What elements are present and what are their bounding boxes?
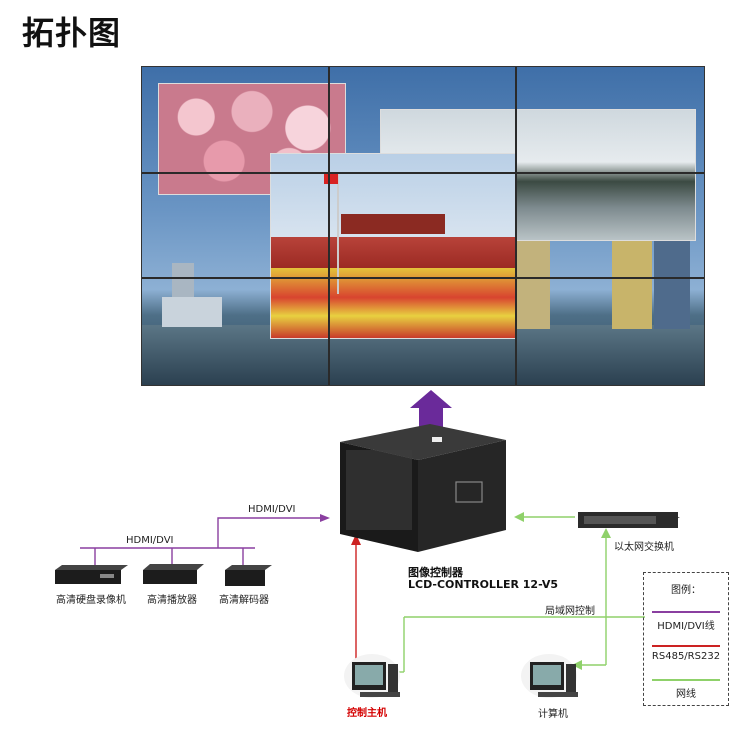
legend-swatch-hdmi	[652, 611, 720, 613]
legend-swatch-serial	[652, 645, 720, 647]
legend-box: 图例： HDMI/DVI线 RS485/RS232 网线	[643, 572, 729, 706]
legend-item-hdmi: HDMI/DVI线	[657, 621, 715, 632]
bezel-line	[515, 67, 517, 385]
player-device[interactable]	[143, 564, 204, 584]
network-arrowhead	[514, 512, 524, 522]
lan-label: 局域网控制	[545, 606, 595, 617]
network-arrowhead	[601, 528, 611, 538]
bezel-line	[328, 67, 330, 385]
network-arrowhead	[572, 660, 582, 670]
ethernet-switch-device[interactable]	[578, 512, 680, 528]
video-wall	[141, 66, 705, 386]
controller-model: LCD-CONTROLLER 12-V5	[408, 578, 559, 591]
hdmi-arrowhead	[320, 514, 330, 522]
skyline-building	[654, 237, 690, 329]
gate-roof	[341, 214, 445, 234]
control-host-label: 控制主机	[347, 708, 387, 719]
image-window-tiananmen[interactable]	[270, 153, 516, 339]
hdmi-to-controller-line	[217, 517, 322, 548]
page-title: 拓扑图	[22, 14, 122, 52]
bezel-line	[142, 172, 704, 174]
hdmi-output-label: HDMI/DVI	[248, 504, 296, 515]
computer-device[interactable]	[521, 654, 578, 698]
control-host-computer[interactable]	[344, 654, 400, 698]
rs232-arrowhead	[351, 534, 361, 545]
bezel-line	[142, 277, 704, 279]
legend-swatch-network	[652, 679, 720, 681]
output-arrow	[410, 390, 452, 430]
flag-pole	[337, 174, 339, 294]
legend-title: 图例：	[671, 585, 701, 596]
hdmi-bus-label: HDMI/DVI	[126, 535, 174, 546]
decoder-device[interactable]	[225, 565, 272, 586]
image-controller-device[interactable]	[340, 424, 506, 552]
skyline-building	[612, 237, 652, 329]
player-label: 高清播放器	[147, 595, 197, 606]
legend-item-serial: RS485/RS232	[651, 651, 721, 662]
dvr-device[interactable]	[55, 565, 128, 584]
switch-label: 以太网交换机	[614, 542, 674, 553]
skyline-building	[514, 237, 550, 329]
controller-name: 图像控制器	[408, 566, 463, 579]
legend-item-network: 网线	[676, 689, 696, 700]
skyline-building	[162, 297, 222, 327]
flag	[324, 174, 338, 184]
dvr-label: 高清硬盘录像机	[56, 595, 126, 606]
computer-label: 计算机	[538, 709, 568, 720]
decoder-label: 高清解码器	[219, 595, 269, 606]
